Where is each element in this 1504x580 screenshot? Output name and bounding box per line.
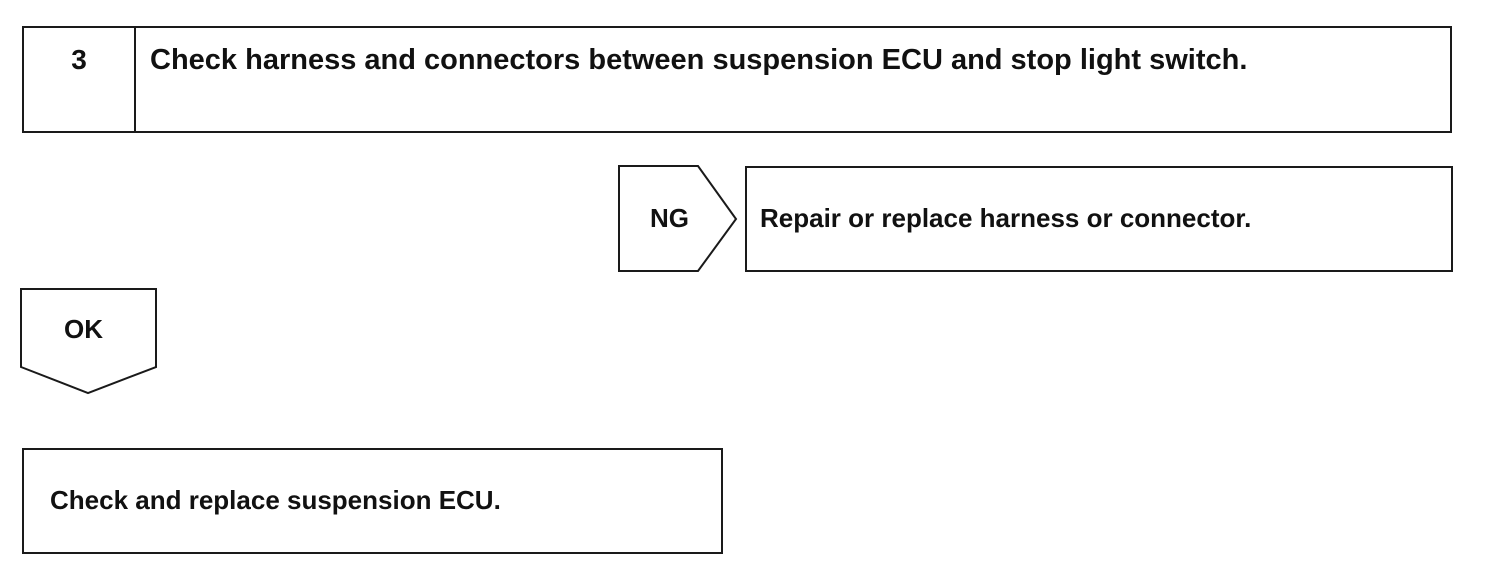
ng-arrow-shape <box>618 165 738 272</box>
ok-action-box <box>22 448 723 554</box>
step-header-box <box>22 26 1452 133</box>
ok-action-text: Check and replace suspension ECU. <box>50 485 501 515</box>
ng-action-text: Repair or replace harness or connector. <box>760 203 1252 233</box>
ok-arrow-shape <box>20 288 157 395</box>
step-number-divider <box>134 26 136 133</box>
ng-action-box <box>745 166 1453 272</box>
step-title: Check harness and connectors between sus… <box>150 44 1248 76</box>
ok-label: OK <box>64 314 103 344</box>
step-number: 3 <box>71 44 87 75</box>
ng-label: NG <box>650 203 689 233</box>
